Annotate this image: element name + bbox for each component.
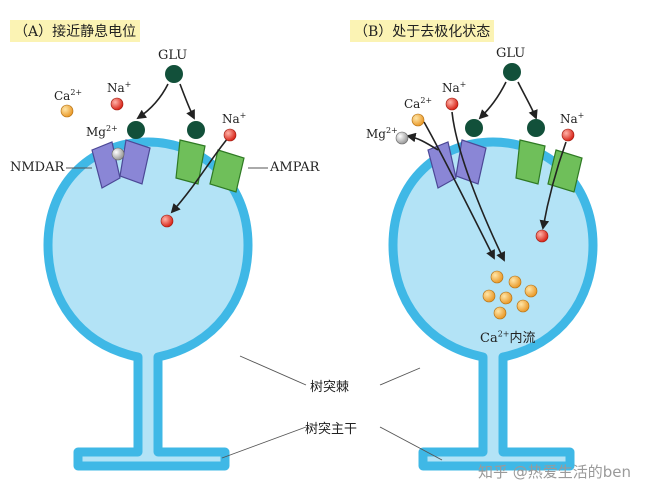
na-text: Na xyxy=(442,81,460,95)
nmdar-b xyxy=(427,139,487,189)
na-charge: + xyxy=(239,111,247,120)
mg-label-b: Mg2+ xyxy=(366,126,398,141)
influx-text: 内流 xyxy=(509,331,536,346)
spine-b xyxy=(388,137,598,471)
dendrite-shaft-label: 树突主干 xyxy=(305,422,358,437)
glu-arrows-a xyxy=(136,83,229,214)
na-label-b1: Na+ xyxy=(442,80,466,95)
glu-arrows-b xyxy=(406,81,567,262)
mg-text: Mg xyxy=(366,127,386,141)
calcium-ions xyxy=(60,104,538,320)
na-charge: + xyxy=(459,80,467,89)
na-charge: + xyxy=(577,111,585,120)
na-text: Na xyxy=(222,112,240,126)
glu-molecules xyxy=(127,63,545,139)
ampar-b xyxy=(515,139,583,193)
leader-lines xyxy=(66,167,443,461)
mg-text: Mg xyxy=(86,125,106,139)
panel-b-title: （B）处于去极化状态 xyxy=(350,20,495,42)
nmdar-label: NMDAR xyxy=(10,160,65,175)
panel-a-title: （A）接近静息电位 xyxy=(10,20,141,42)
na-text: Na xyxy=(107,81,125,95)
ca-label-b: Ca2+ xyxy=(404,96,432,111)
spine-a xyxy=(43,137,253,471)
ca-influx-label: Ca2+内流 xyxy=(480,327,536,346)
sodium-ions xyxy=(110,97,575,243)
na-label-a1: Na+ xyxy=(107,80,131,95)
na-label-b2: Na+ xyxy=(560,111,584,126)
ca-text: Ca xyxy=(404,97,421,111)
na-label-a2: Na+ xyxy=(222,111,246,126)
ca-charge: 2+ xyxy=(420,96,433,105)
glu-label-a: GLU xyxy=(158,48,188,63)
mg-charge: 2+ xyxy=(105,124,118,133)
mg-label-a: Mg2+ xyxy=(86,124,118,139)
mg-charge: 2+ xyxy=(385,126,398,135)
ca-text: Ca xyxy=(480,331,498,346)
spine-head-label: 树突棘 xyxy=(310,380,350,395)
ca-text: Ca xyxy=(54,89,71,103)
ampar-a xyxy=(175,139,245,193)
ampar-label: AMPAR xyxy=(270,160,320,175)
na-charge: + xyxy=(124,80,132,89)
ca-charge: 2+ xyxy=(497,329,510,339)
ca-charge: 2+ xyxy=(70,88,83,97)
magnesium-ions xyxy=(111,131,409,161)
glu-label-b: GLU xyxy=(496,46,526,61)
watermark: 知乎 @热爱生活的ben xyxy=(477,463,631,481)
na-text: Na xyxy=(560,112,578,126)
ca-label-a: Ca2+ xyxy=(54,88,82,103)
